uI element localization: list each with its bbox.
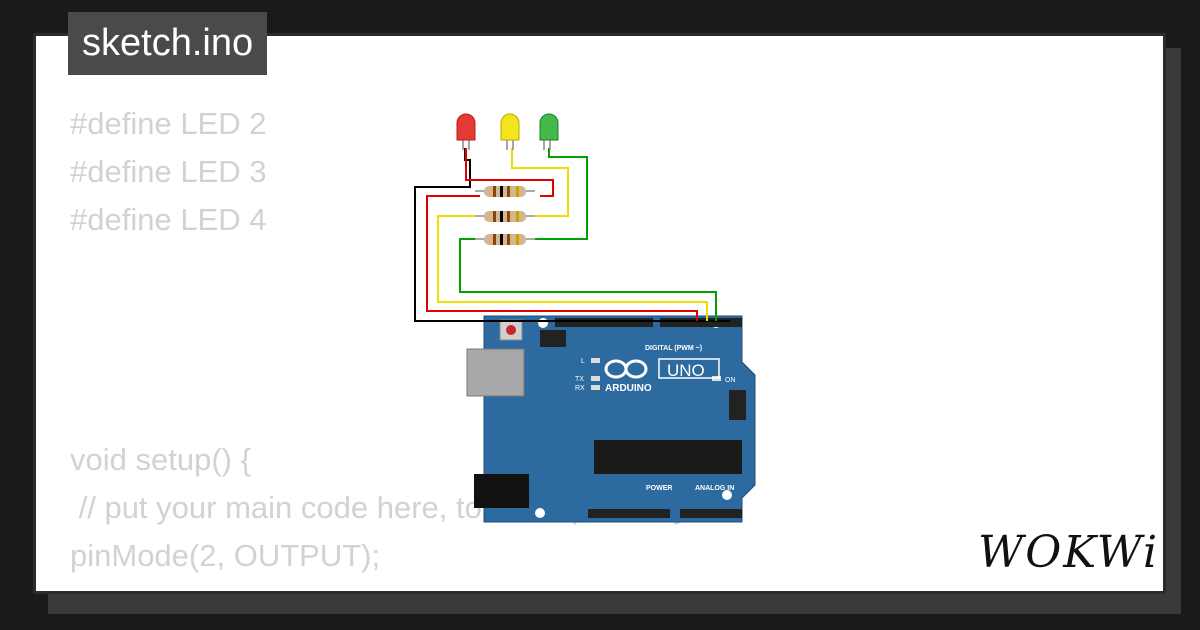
power-jack [474, 474, 529, 508]
file-tab[interactable]: sketch.ino [68, 12, 268, 75]
analog-header [680, 509, 742, 518]
digital-header-left [555, 318, 653, 327]
power-header [588, 509, 670, 518]
wire-yellow [511, 148, 569, 217]
code-line: #define LED 3 [70, 154, 267, 189]
led-red[interactable] [456, 113, 476, 150]
rx-label: RX [575, 385, 585, 392]
preview-card: #define LED 2 #define LED 3 #define LED … [33, 33, 1166, 594]
wire-black [414, 148, 730, 322]
power-label: POWER [646, 485, 672, 492]
wire-green [525, 148, 588, 240]
on-label: ON [725, 377, 736, 384]
wire-red-to-pin [426, 195, 698, 321]
wire-green-to-pin [459, 238, 717, 321]
icsp-header [540, 330, 746, 420]
led-green[interactable] [539, 113, 559, 150]
wires [414, 148, 730, 322]
code-line: pinMode(3, OUTPUT); [70, 586, 380, 591]
resistor-2[interactable] [475, 211, 535, 222]
resistor-1[interactable] [475, 186, 535, 197]
usb-connector [466, 348, 525, 397]
l-label: L [581, 358, 585, 365]
wire-red [465, 148, 554, 197]
digital-header-right [660, 318, 742, 327]
arduino-uno-board[interactable]: ARDUINO UNO DIGITAL (PWM ~) POWER ANALOG… [466, 315, 756, 523]
wokwi-logo: WOKWi [978, 527, 1160, 578]
arduino-brand-label: ARDUINO [605, 383, 652, 394]
uno-model-label: UNO [667, 361, 705, 380]
wire-yellow-to-pin [437, 215, 708, 321]
code-line: #define LED 4 [70, 202, 267, 237]
resistor-3[interactable] [475, 234, 535, 245]
arduino-infinity-logo [604, 359, 648, 379]
code-line: #define LED 2 [70, 106, 267, 141]
code-line: void setup() { [70, 442, 251, 477]
led-yellow[interactable] [500, 113, 520, 150]
code-line: pinMode(2, OUTPUT); [70, 538, 381, 573]
digital-header-label: DIGITAL (PWM ~) [645, 345, 702, 352]
tx-label: TX [575, 376, 584, 383]
analog-in-label: ANALOG IN [695, 485, 734, 492]
atmega-chip [594, 440, 742, 474]
